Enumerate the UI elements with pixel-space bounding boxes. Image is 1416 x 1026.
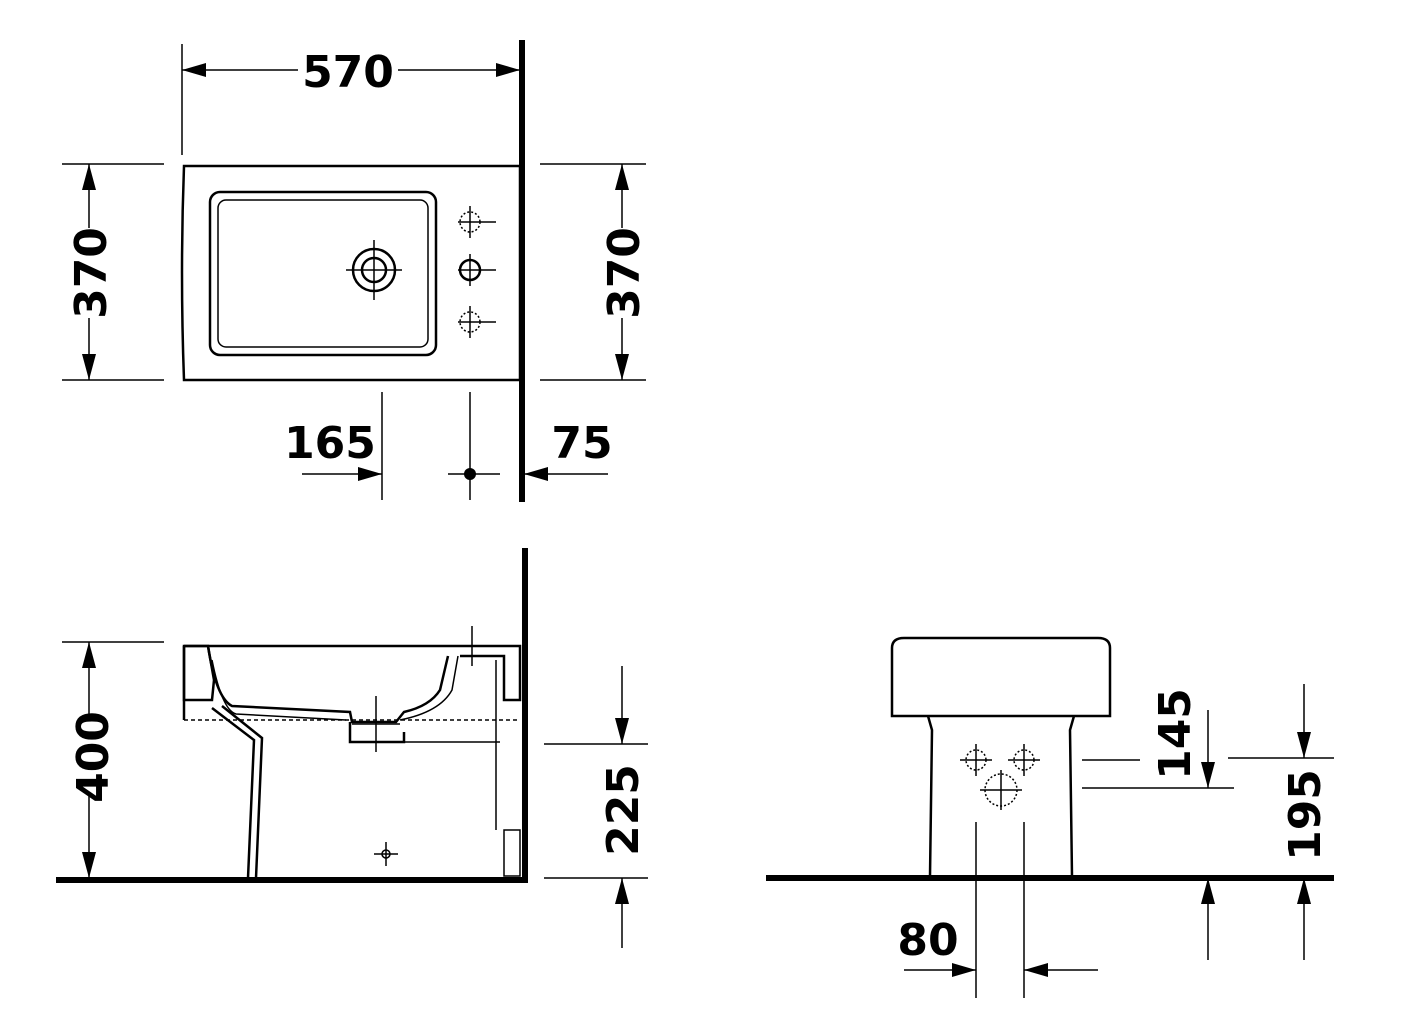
arrow-145-top xyxy=(1201,762,1215,788)
arrow-570-right xyxy=(496,63,520,77)
dim-145: 145 xyxy=(1150,688,1201,780)
dot-165 xyxy=(464,468,476,480)
arrow-370r-top xyxy=(615,164,629,190)
drain-icon xyxy=(346,240,402,300)
dim-75: 75 xyxy=(551,418,612,469)
bidet-outline-top xyxy=(180,164,522,382)
front-view: 80 145 195 xyxy=(766,636,1334,998)
supply-left-icon xyxy=(960,744,992,776)
outlet-pipe xyxy=(348,722,406,744)
top-view: 570 370 370 165 75 xyxy=(62,40,650,502)
bowl-outer xyxy=(208,190,438,357)
tap-hole-bottom-icon xyxy=(458,306,496,338)
dim-225: 225 xyxy=(598,764,649,856)
fixing-bracket xyxy=(503,829,521,877)
supply-right-icon xyxy=(1008,744,1040,776)
floor-fixing-crosshair-icon xyxy=(374,842,398,866)
pedestal-right xyxy=(1068,715,1076,877)
drain-crosshair-icon xyxy=(352,696,400,752)
pedestal-left xyxy=(926,715,934,877)
dim-400: 400 xyxy=(68,711,119,803)
arrow-570-left xyxy=(182,63,206,77)
dim-80: 80 xyxy=(897,915,958,966)
pedestal-front-inner xyxy=(221,705,264,879)
arrow-370l-bottom xyxy=(82,354,96,380)
arrow-145-bottom xyxy=(1201,878,1215,904)
bowl-inner-line-2 xyxy=(399,655,459,721)
dim-570: 570 xyxy=(302,47,394,98)
arrow-225-top xyxy=(615,718,629,744)
arrow-75 xyxy=(524,467,548,481)
bowl-front xyxy=(890,636,1112,718)
tap-crosshair-icon xyxy=(452,626,492,666)
dim-370-right: 370 xyxy=(599,227,650,319)
arrow-80-right xyxy=(1024,963,1048,977)
arrow-370l-top xyxy=(82,164,96,190)
bowl-inner-line xyxy=(211,659,347,721)
arrow-400-top xyxy=(82,642,96,668)
arrow-225-bottom xyxy=(615,878,629,904)
side-view: 400 225 xyxy=(56,548,649,948)
outlet-icon xyxy=(980,770,1022,810)
tap-hole-top-icon xyxy=(458,206,496,238)
pedestal-front xyxy=(211,707,256,879)
arrow-195-bottom xyxy=(1297,878,1311,904)
bowl-section xyxy=(206,645,450,724)
rim-top xyxy=(184,644,522,702)
arrow-400-bottom xyxy=(82,852,96,878)
dim-370-left: 370 xyxy=(66,227,117,319)
bowl-inner xyxy=(217,199,429,348)
dim-195: 195 xyxy=(1280,769,1331,861)
arrow-80-left xyxy=(952,963,976,977)
arrow-195-top xyxy=(1297,732,1311,758)
tap-hole-center-icon xyxy=(458,254,496,286)
arrow-370r-bottom xyxy=(615,354,629,380)
dim-165: 165 xyxy=(284,418,376,469)
arrow-165 xyxy=(358,467,382,481)
